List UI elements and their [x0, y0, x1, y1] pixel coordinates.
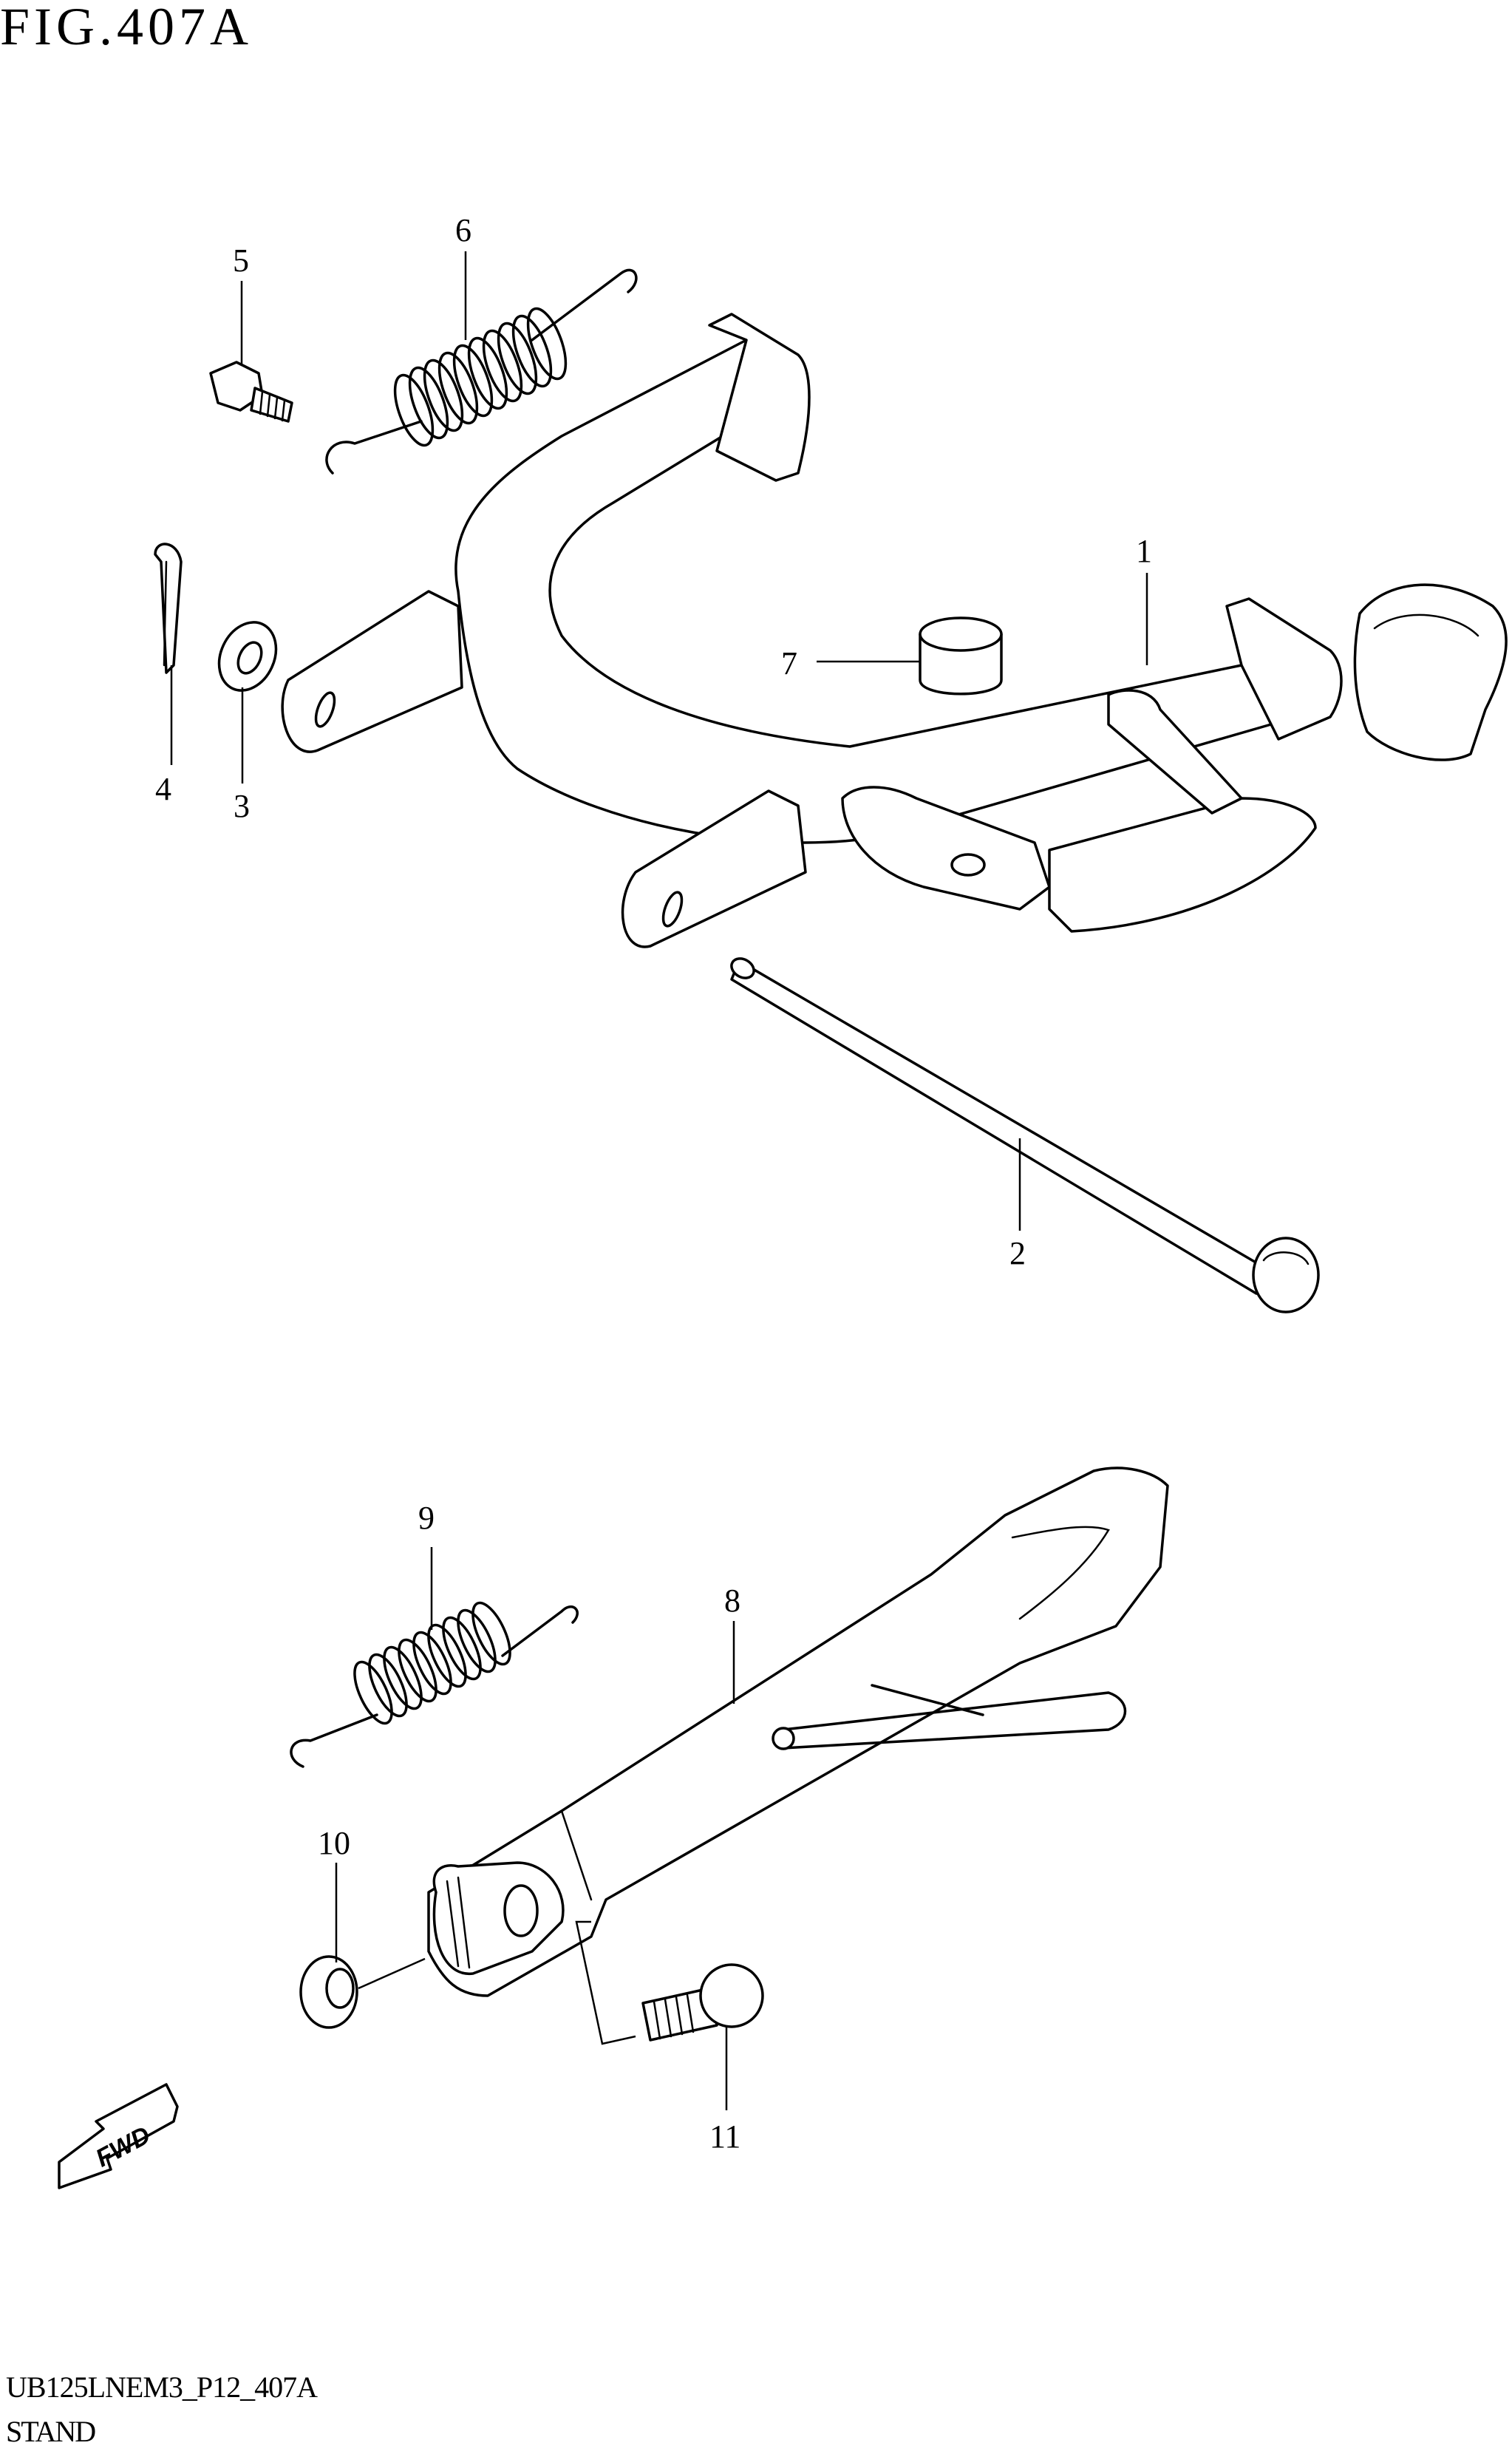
- washer: [217, 621, 278, 692]
- pivot-bolt-11: [575, 1920, 764, 2045]
- cotter-pin: [154, 543, 183, 674]
- side-stand: [427, 1466, 1169, 1997]
- callout-9: 9: [418, 1500, 435, 1536]
- callout-2: 2: [1009, 1235, 1026, 1271]
- spring-6: [325, 268, 638, 475]
- stopper-7: [919, 616, 1003, 696]
- callout-1: 1: [1136, 533, 1152, 569]
- callout-4: 4: [155, 771, 171, 807]
- callout-5: 5: [233, 242, 249, 279]
- leader-lines: [170, 251, 1148, 2110]
- callout-6: 6: [455, 212, 471, 248]
- callout-10: 10: [318, 1825, 350, 1861]
- bolt-5: [209, 361, 293, 423]
- callout-11: 11: [709, 2118, 740, 2155]
- pivot-shaft: [730, 957, 1320, 1313]
- callout-7: 7: [781, 645, 797, 682]
- nut-10: [299, 1955, 426, 2029]
- spring-9: [290, 1601, 579, 1768]
- figure-code: UB125LNEM3_P12_407A: [6, 2370, 318, 2404]
- callout-8: 8: [724, 1583, 740, 1619]
- center-stand: [281, 313, 1508, 948]
- figure-title: FIG.407A: [0, 0, 253, 56]
- fwd-arrow-icon: FWD: [58, 2083, 179, 2189]
- figure-caption: STAND: [6, 2415, 96, 2448]
- callout-labels: 1 2 3 4 5 6 7 8 9 10 11: [155, 212, 1152, 2155]
- callout-3: 3: [234, 788, 250, 824]
